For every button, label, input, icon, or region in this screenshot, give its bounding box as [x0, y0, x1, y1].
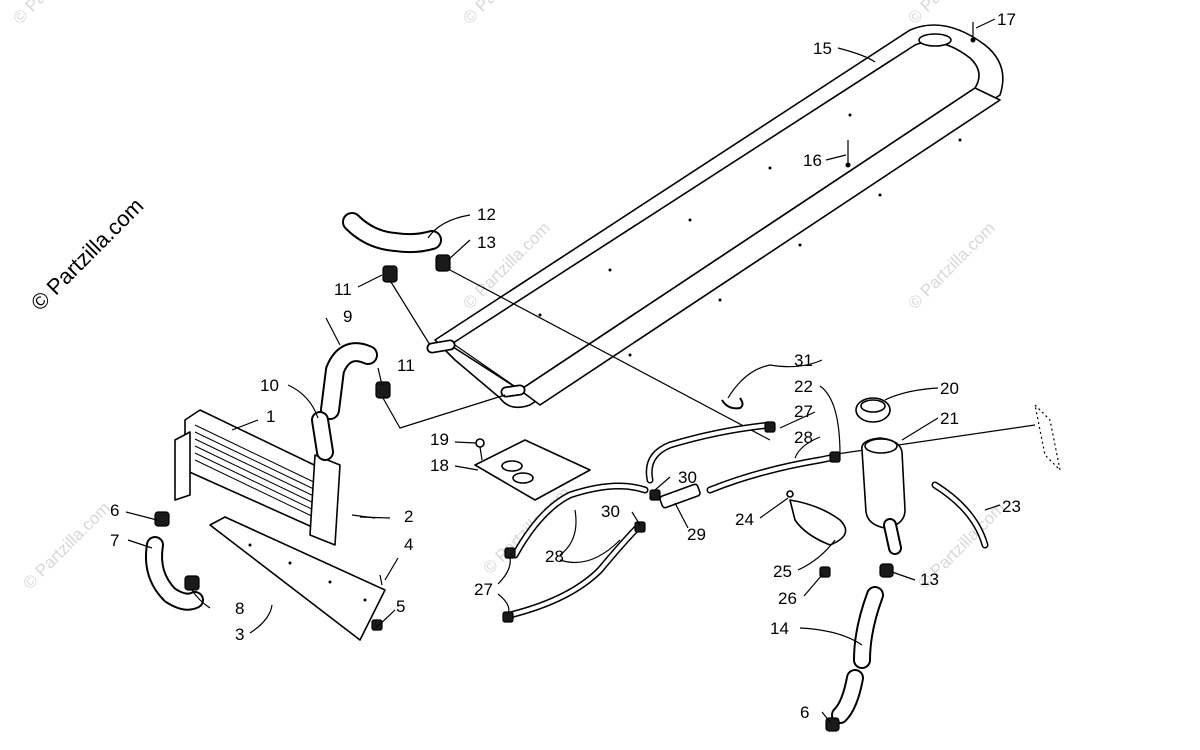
callout-21: 21 [940, 409, 959, 428]
tank-cap-20 [855, 397, 891, 423]
clamp-11-lower [375, 381, 391, 399]
hose-upper [342, 212, 442, 254]
callout-24: 24 [735, 510, 754, 529]
callout-18: 18 [430, 456, 449, 475]
callout-14: 14 [770, 619, 789, 638]
hose-lower [831, 586, 884, 724]
callout-2: 2 [404, 507, 413, 526]
rivet-17 [970, 22, 976, 43]
clamp-30b [634, 521, 646, 533]
rivet-16 [845, 140, 851, 168]
callout-15: 15 [813, 39, 832, 58]
coolant-tank [861, 437, 906, 555]
clamp-6-left [154, 511, 170, 527]
clamp-30a [649, 489, 661, 501]
callout-5: 5 [396, 597, 405, 616]
screw-24 [786, 490, 794, 498]
callout-25: 25 [773, 562, 792, 581]
watermark-faint: © Partzilla.com [9, 0, 103, 28]
clamp-11-upper [382, 265, 398, 283]
callout-10: 10 [260, 376, 279, 395]
callout-3: 3 [235, 625, 244, 644]
callout-29: 29 [687, 525, 706, 544]
callout-16: 16 [803, 151, 822, 170]
screw-5 [371, 619, 383, 631]
callout-1: 1 [266, 407, 275, 426]
watermark-faint: © Partzilla.com [904, 218, 998, 312]
watermark-main: © Partzilla.com [26, 193, 149, 316]
nut-26 [819, 566, 831, 578]
clamp-22 [829, 451, 841, 463]
callout-19: 19 [430, 430, 449, 449]
callout-28-lower: 28 [545, 547, 564, 566]
clamp-13-upper [435, 254, 451, 272]
strap-25 [789, 499, 847, 546]
callout-30-lower: 30 [601, 502, 620, 521]
callout-labels: 1 2 3 4 5 6 7 8 9 10 11 11 12 13 13 14 1… [110, 10, 1021, 722]
clamp-27-bottom [502, 611, 514, 623]
callout-17: 17 [997, 10, 1016, 29]
clamp-27-lower [504, 547, 516, 559]
clip-31 [721, 397, 744, 410]
hose-9 [320, 342, 378, 420]
tunnel-cooler [426, 24, 1004, 409]
shroud-panel [209, 516, 386, 641]
clamp-27-upper [764, 421, 776, 433]
callout-9: 9 [343, 307, 352, 326]
valve-29 [659, 483, 701, 509]
callout-6-left: 6 [110, 501, 119, 520]
clamp-8 [184, 575, 200, 591]
callout-6-right: 6 [800, 703, 809, 722]
watermark-faint: © Partzilla.com [19, 498, 113, 592]
callout-27-upper: 27 [794, 402, 813, 421]
callout-4: 4 [404, 535, 413, 554]
callout-26: 26 [778, 589, 797, 608]
screw-19 [475, 438, 485, 461]
callout-27-lower: 27 [474, 580, 493, 599]
callout-13-upper: 13 [477, 233, 496, 252]
decal [1034, 403, 1061, 472]
leader-lines [125, 18, 1001, 723]
callout-28-upper: 28 [794, 428, 813, 447]
callout-23: 23 [1002, 497, 1021, 516]
callout-11-upper: 11 [334, 280, 352, 299]
clamp-13-lower [879, 563, 894, 578]
hose-7 [145, 536, 204, 611]
callout-20: 20 [940, 379, 959, 398]
screw-4 [379, 574, 383, 586]
watermark-faint: © Partzilla.com [459, 0, 553, 28]
callout-30-upper: 30 [678, 468, 697, 487]
callout-8: 8 [235, 599, 244, 618]
callout-11-lower: 11 [397, 356, 415, 375]
hose-28-right [645, 421, 834, 494]
hose-28-left [506, 482, 649, 619]
callout-13-lower: 13 [920, 570, 939, 589]
heat-exchanger [174, 409, 341, 546]
callout-22: 22 [794, 377, 813, 396]
callout-12: 12 [477, 205, 496, 224]
plate-18 [474, 439, 591, 501]
callout-7: 7 [110, 531, 119, 550]
callout-31: 31 [794, 351, 813, 370]
